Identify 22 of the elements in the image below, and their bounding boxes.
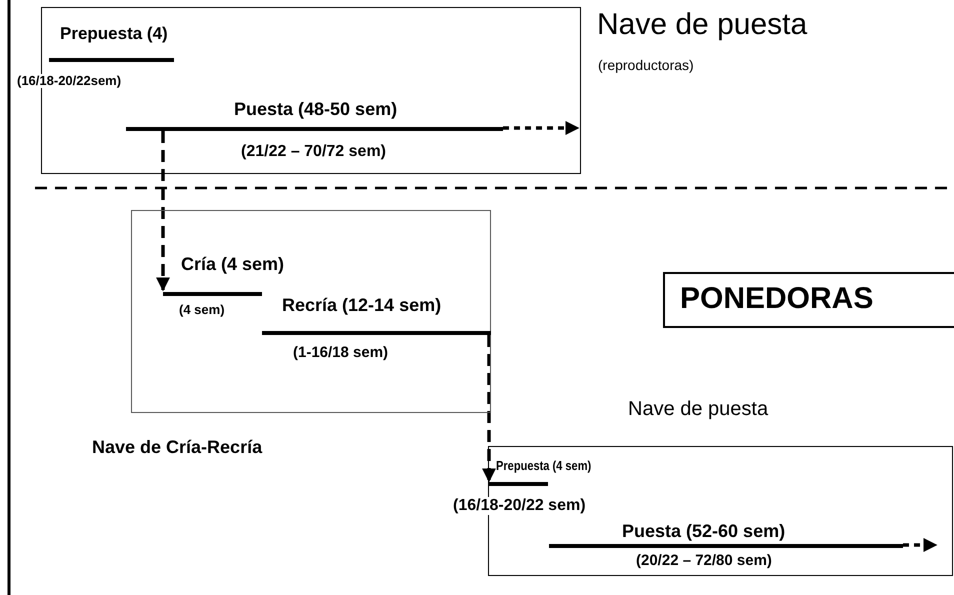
phase-label: Recría (12-14 sem) [282, 296, 442, 316]
duration-label: (16/18-20/22 sem) [453, 497, 586, 515]
duration-label: (4 sem) [179, 303, 225, 318]
duration-label: (1-16/18 sem) [293, 345, 388, 362]
phase-label: Puesta (48-50 sem) [234, 100, 398, 120]
arrow [903, 538, 938, 552]
duration-label: (16/18-20/22sem) [17, 74, 122, 88]
section-heading: Nave de Cría-Recría [92, 438, 262, 458]
category-label: PONEDORAS [680, 282, 874, 315]
phase-label: Prepuesta (4) [60, 25, 168, 44]
section-heading: Nave de puesta [628, 398, 768, 420]
phase-label: Puesta (52-60 sem) [622, 522, 786, 542]
duration-label: (20/22 – 72/80 sem) [636, 553, 772, 570]
arrow [156, 131, 170, 292]
arrow [503, 121, 580, 135]
phase-label: Cría (4 sem) [181, 255, 284, 275]
phase-label: Prepuesta (4 sem) [496, 459, 592, 474]
section-subheading: (reproductoras) [598, 58, 694, 74]
label-box [663, 272, 954, 328]
section-heading: Nave de puesta [597, 8, 808, 41]
duration-label: (21/22 – 70/72 sem) [241, 143, 386, 161]
arrow [482, 335, 496, 482]
